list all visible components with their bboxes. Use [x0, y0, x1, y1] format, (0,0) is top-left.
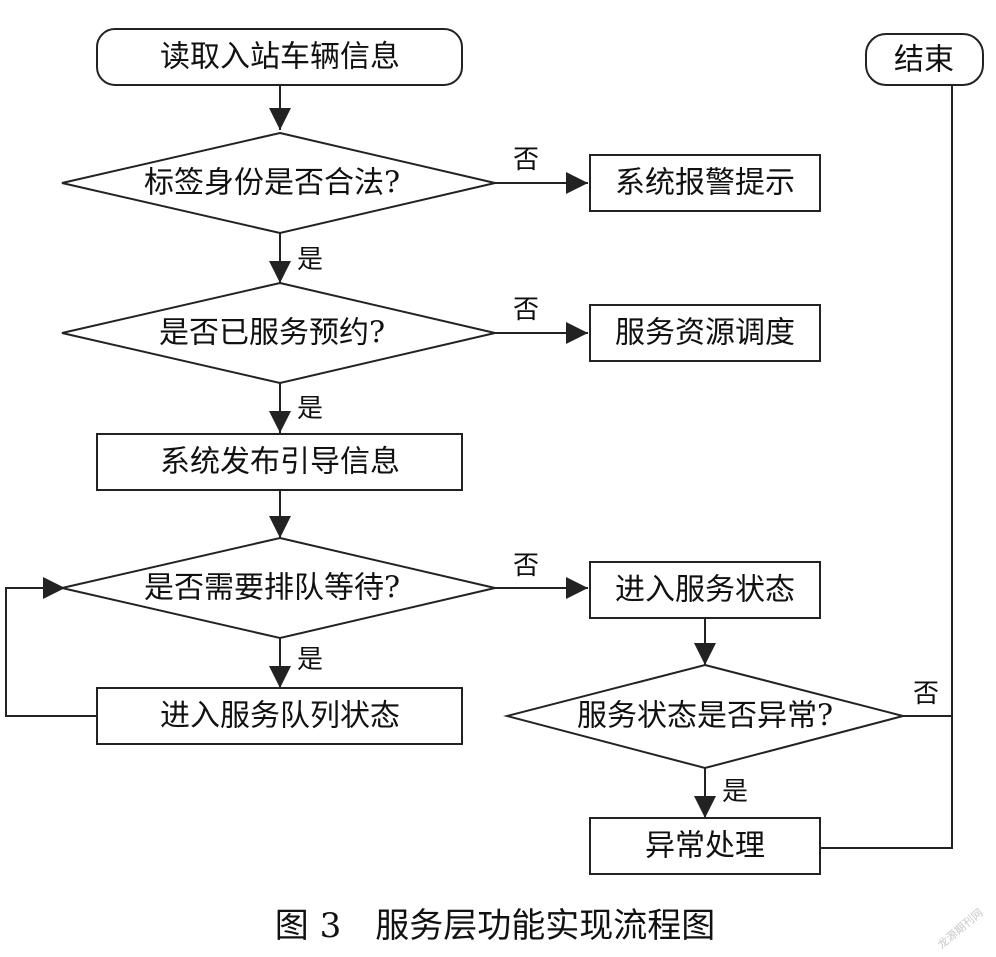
queue-no-label: 否: [513, 551, 539, 581]
tag-decision: [61, 131, 496, 235]
edge-handle-to-end: [820, 85, 953, 849]
handle-box: [589, 817, 821, 875]
reserved-yes-label: 是: [297, 394, 323, 424]
enterqueue-box: [96, 687, 463, 745]
end-label: 结束: [894, 43, 954, 78]
end-terminator: [865, 33, 984, 86]
schedule-label: 服务资源调度: [615, 316, 795, 351]
watermark: 龙源期刊网: [934, 905, 985, 951]
abnormal-yes-label: 是: [722, 777, 748, 807]
abnormal-decision: [503, 663, 907, 770]
start-terminator: [96, 28, 463, 86]
tag-yes-label: 是: [297, 245, 323, 275]
service-box: [589, 561, 821, 619]
queue-yes-label: 是: [297, 645, 323, 675]
reserved-decision: [61, 281, 496, 385]
guide-box: [96, 433, 463, 491]
queue-label: 是否需要排队等待?: [144, 571, 400, 606]
abnormal-label: 服务状态是否异常?: [577, 699, 833, 734]
edge-loop-back-to-queue: [5, 577, 97, 717]
alarm-label: 系统报警提示: [615, 166, 795, 201]
connectors: [5, 85, 953, 849]
guide-label: 系统发布引导信息: [160, 445, 400, 480]
reserved-no-label: 否: [513, 295, 539, 325]
schedule-box: [589, 304, 821, 362]
reserved-label: 是否已服务预约?: [159, 316, 385, 351]
start-label: 读取入站车辆信息: [160, 40, 400, 75]
abnormal-no-label: 否: [913, 679, 939, 709]
enterqueue-label: 进入服务队列状态: [160, 699, 400, 734]
figure-caption: 图 3 服务层功能实现流程图: [275, 906, 715, 946]
handle-label: 异常处理: [645, 829, 765, 864]
tag-label: 标签身份是否合法?: [144, 166, 400, 201]
service-label: 进入服务状态: [615, 573, 795, 608]
queue-decision: [61, 536, 496, 640]
alarm-box: [589, 154, 821, 212]
tag-no-label: 否: [513, 145, 539, 175]
